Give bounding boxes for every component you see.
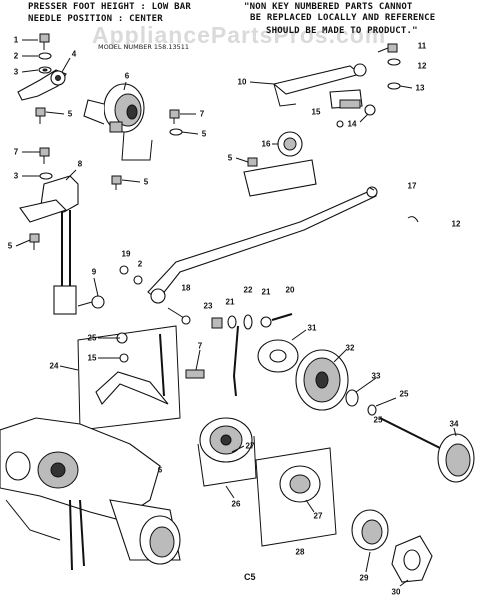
callout-31: 31 bbox=[307, 323, 317, 333]
callout-16: 16 bbox=[261, 139, 271, 149]
callout-14: 14 bbox=[347, 119, 357, 129]
part-8-bracket bbox=[19, 175, 79, 315]
callout-1: 1 bbox=[13, 35, 19, 45]
callout-32: 32 bbox=[345, 343, 355, 353]
callout-25c: 25 bbox=[373, 415, 383, 425]
callout-24: 24 bbox=[49, 361, 59, 371]
callout-5b: 5 bbox=[201, 129, 207, 139]
part-6-tension-assembly bbox=[83, 83, 153, 161]
callout-25b: 25 bbox=[87, 333, 97, 343]
part-10-bracket bbox=[272, 63, 367, 109]
base-mechanism bbox=[0, 417, 181, 571]
callout-18: 18 bbox=[181, 283, 191, 293]
callout-27: 27 bbox=[245, 441, 255, 451]
callout-6: 6 bbox=[124, 71, 130, 81]
callout-5: 5 bbox=[67, 109, 73, 119]
callout-27b: 27 bbox=[313, 511, 323, 521]
callout-22: 22 bbox=[243, 285, 253, 295]
parts-29-30 bbox=[351, 509, 433, 583]
callout-10: 10 bbox=[237, 77, 247, 87]
callout-7: 7 bbox=[199, 109, 205, 119]
callout-5d: 5 bbox=[7, 241, 13, 251]
callout-7c: 7 bbox=[197, 341, 203, 351]
part-16-assembly bbox=[243, 131, 317, 197]
leader-lines bbox=[15, 39, 457, 587]
parts-19-2 bbox=[119, 265, 143, 285]
callout-12b: 12 bbox=[451, 219, 461, 229]
callout-15b: 15 bbox=[87, 353, 97, 363]
note-line-3: SHOULD BE MADE TO PRODUCT." bbox=[266, 26, 418, 36]
callout-15: 15 bbox=[311, 107, 321, 117]
callout-13: 13 bbox=[415, 83, 425, 93]
parts-20-23 bbox=[211, 313, 293, 330]
callout-4: 4 bbox=[71, 49, 77, 59]
part-26-cam-stack bbox=[197, 417, 257, 487]
part-28-cam bbox=[255, 447, 337, 547]
callout-20: 20 bbox=[285, 285, 295, 295]
callout-2b: 2 bbox=[137, 259, 143, 269]
part-9-screw bbox=[77, 295, 105, 309]
callout-21b: 21 bbox=[261, 287, 271, 297]
page-label: C5 bbox=[244, 572, 256, 582]
part-17-lever bbox=[147, 186, 378, 304]
part-24-cam-follower bbox=[77, 325, 205, 431]
note-line-2: BE REPLACED LOCALLY AND REFERENCE bbox=[250, 13, 436, 23]
callout-6b: 6 bbox=[157, 465, 163, 475]
callout-33: 33 bbox=[371, 371, 381, 381]
spec-needle-position: NEEDLE POSITION : CENTER bbox=[28, 14, 163, 24]
callout-34: 34 bbox=[449, 419, 459, 429]
part-32-gear bbox=[295, 349, 349, 411]
callout-19: 19 bbox=[121, 249, 131, 259]
model-number: MODEL NUMBER 158.13511 bbox=[98, 43, 190, 51]
part-22-link bbox=[232, 325, 239, 397]
callout-11: 11 bbox=[417, 41, 427, 51]
callout-26: 26 bbox=[231, 499, 241, 509]
callout-2: 2 bbox=[13, 51, 19, 61]
callout-3b: 3 bbox=[13, 171, 19, 181]
part-18-screw bbox=[167, 307, 191, 325]
callout-7b: 7 bbox=[13, 147, 19, 157]
parts-33-25 bbox=[345, 389, 377, 416]
callout-5c: 5 bbox=[143, 177, 149, 187]
callout-8: 8 bbox=[77, 159, 83, 169]
callout-9: 9 bbox=[91, 267, 97, 277]
callout-29: 29 bbox=[359, 573, 369, 583]
callout-17: 17 bbox=[407, 181, 417, 191]
callout-28: 28 bbox=[295, 547, 305, 557]
spec-presser-foot: PRESSER FOOT HEIGHT : LOW BAR bbox=[28, 2, 191, 12]
callout-25: 25 bbox=[399, 389, 409, 399]
screws-middle bbox=[111, 109, 183, 190]
callout-12: 12 bbox=[417, 61, 427, 71]
part-34-shaft-knob bbox=[379, 417, 475, 483]
note-line-1: "NON KEY NUMBERED PARTS CANNOT bbox=[244, 2, 413, 12]
part-4-bracket bbox=[17, 69, 67, 101]
callout-3: 3 bbox=[13, 67, 19, 77]
part-31-washer bbox=[257, 339, 299, 373]
callout-30: 30 bbox=[391, 587, 401, 597]
callout-21: 21 bbox=[225, 297, 235, 307]
callout-5e: 5 bbox=[227, 153, 233, 163]
callout-23: 23 bbox=[203, 301, 213, 311]
